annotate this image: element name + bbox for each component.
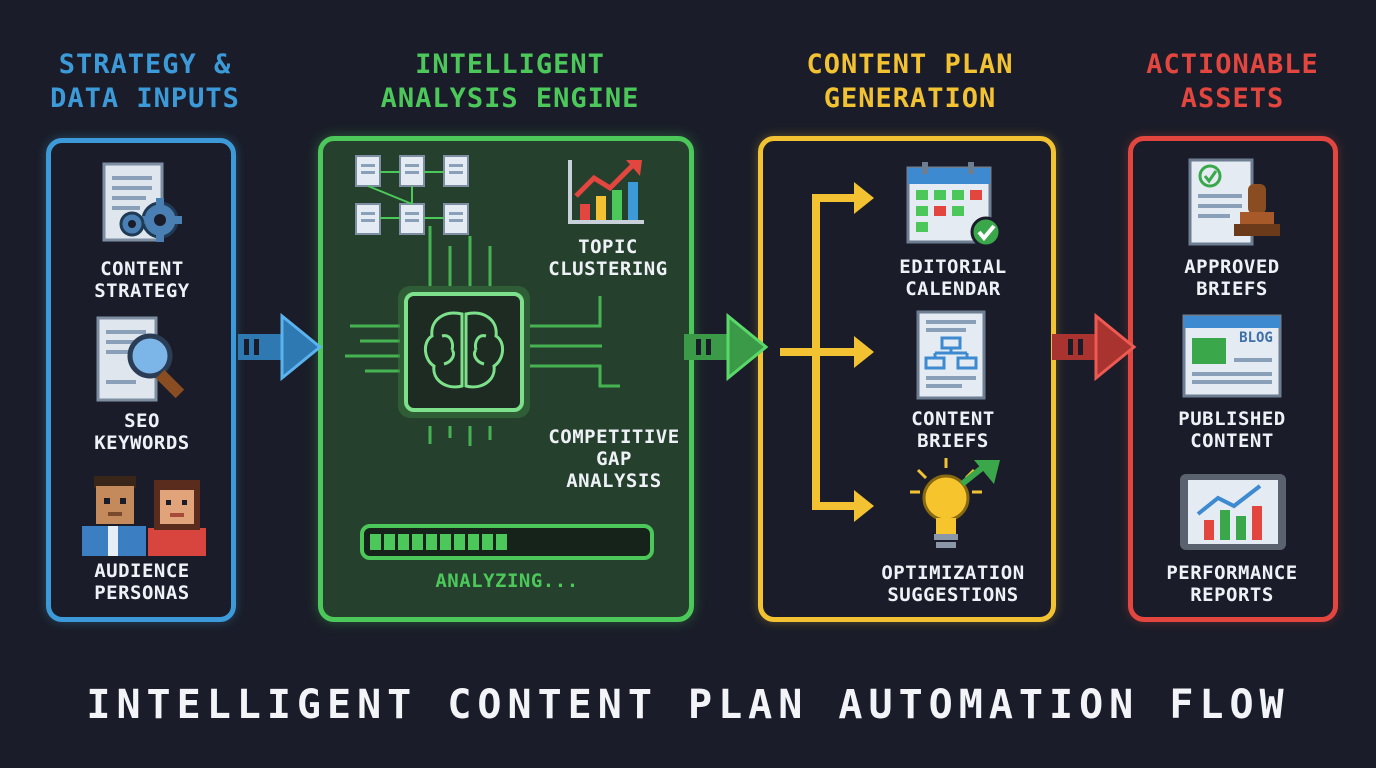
blog-badge: BLOG xyxy=(1239,330,1273,346)
people-icon xyxy=(82,476,206,556)
heading-inputs: STRATEGY & DATA INPUTS xyxy=(50,49,240,114)
arrow-plan-to-assets xyxy=(1052,312,1137,382)
arrow-engine-to-plan xyxy=(684,312,769,382)
heading-engine: INTELLIGENT ANALYSIS ENGINE xyxy=(380,49,640,114)
circuit-traces xyxy=(345,226,620,446)
heading-assets: ACTIONABLE ASSETS xyxy=(1146,49,1319,114)
brief-document-icon xyxy=(916,310,986,400)
label-competitive-gap-analysis: COMPETITIVE GAP ANALYSIS xyxy=(548,426,680,492)
label-audience-personas: AUDIENCE PERSONAS xyxy=(94,560,190,604)
arrow-inputs-to-engine xyxy=(238,312,323,382)
report-tablet-icon xyxy=(1180,474,1286,550)
footer-title: INTELLIGENT CONTENT PLAN AUTOMATION FLOW xyxy=(86,682,1290,728)
status-analyzing: ANALYZING... xyxy=(435,570,579,592)
label-content-strategy: CONTENT STRATEGY xyxy=(94,258,190,302)
ai-chip-brain-icon xyxy=(398,286,530,418)
bar-chart-trend-icon xyxy=(568,160,644,224)
progress-bar xyxy=(360,524,654,560)
magnifier-document-icon xyxy=(96,316,185,402)
calendar-check-icon xyxy=(906,162,1002,248)
label-performance-reports: PERFORMANCE REPORTS xyxy=(1166,562,1298,606)
label-topic-clustering: TOPIC CLUSTERING xyxy=(548,236,668,280)
documents-grid-icon xyxy=(355,155,469,235)
stamped-document-icon xyxy=(1188,158,1280,246)
document-gears-icon xyxy=(102,162,182,242)
label-editorial-calendar: EDITORIAL CALENDAR xyxy=(899,256,1007,300)
label-content-briefs: CONTENT BRIEFS xyxy=(911,408,995,452)
panel-plan xyxy=(758,136,1056,622)
heading-plan: CONTENT PLAN GENERATION xyxy=(806,49,1014,114)
lightbulb-arrow-icon xyxy=(910,458,1000,548)
label-seo-keywords: SEO KEYWORDS xyxy=(94,410,190,454)
panel-inputs xyxy=(46,138,236,622)
panel-assets xyxy=(1128,136,1338,622)
branch-arrows xyxy=(780,182,874,522)
label-approved-briefs: APPROVED BRIEFS xyxy=(1184,256,1280,300)
label-published-content: PUBLISHED CONTENT xyxy=(1178,408,1286,452)
label-optimization-suggestions: OPTIMIZATION SUGGESTIONS xyxy=(881,562,1025,606)
blog-window-icon xyxy=(1182,314,1282,398)
progress-fill xyxy=(370,534,507,550)
